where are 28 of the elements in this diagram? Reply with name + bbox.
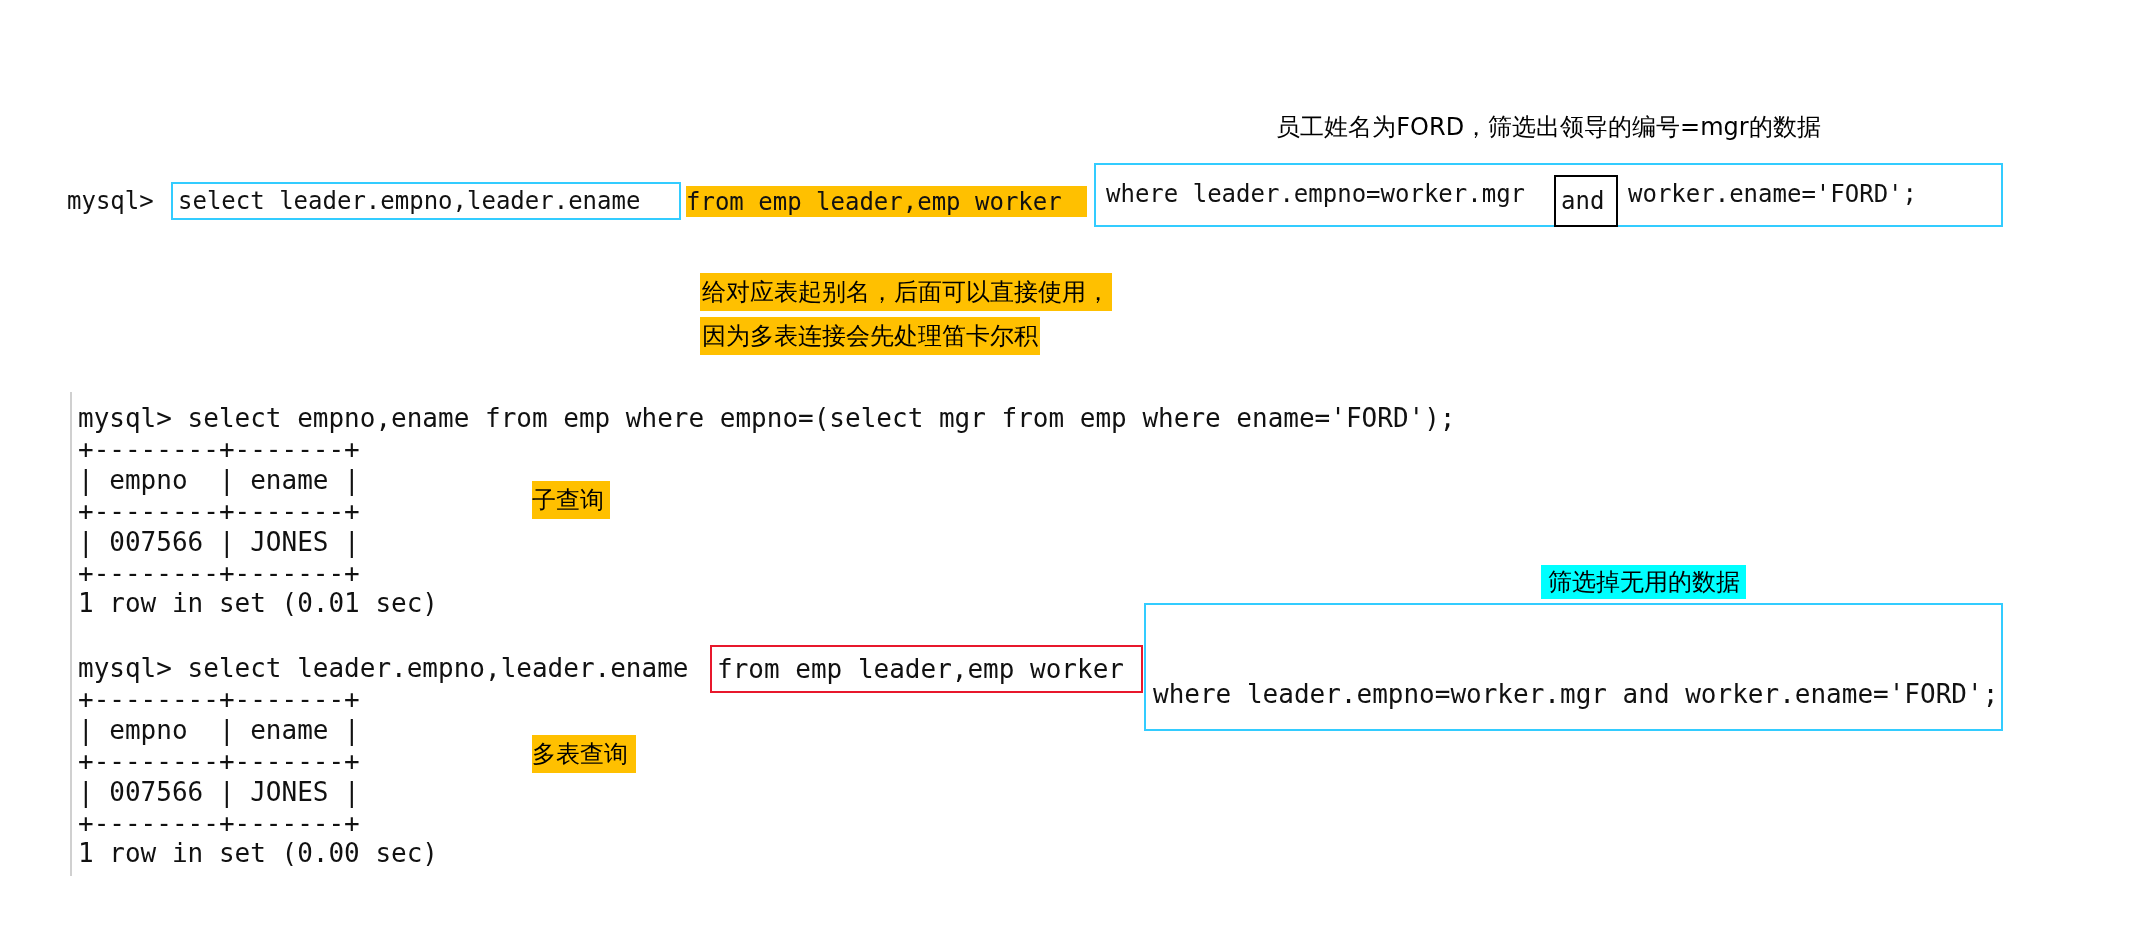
terminal-line: +--------+-------+ [78,746,360,776]
terminal-line: | empno | ename | [78,715,360,745]
note-text: 员工姓名为FORD，筛选出领导的编号=mgr的数据 [1275,112,1822,143]
terminal-line: mysql> select empno,ename from emp where empno=(select mgr from emp where ename='FORD'); [78,403,1456,433]
code-text: where leader.empno=worker.mgr [1106,179,1526,209]
outlined-code: and [1554,175,1618,227]
code-text: worker.ename='FORD'; [1628,179,1917,209]
terminal-line: +--------+-------+ [78,434,360,464]
outlined-code: select leader.empno,leader.ename [171,182,681,220]
prompt-text: mysql> [67,186,154,216]
terminal-line: | 007566 | JONES | [78,777,360,807]
note-text: 因为多表连接会先处理笛卡尔积 [700,317,1040,355]
note-text: 多表查询 [532,735,636,773]
terminal-line: +--------+-------+ [78,558,360,588]
note-text: 给对应表起别名，后面可以直接使用， [700,273,1112,311]
code-text: where leader.empno=worker.mgr and worker.ename='FORD'; [1153,679,1999,709]
terminal-line: +--------+-------+ [78,496,360,526]
terminal-line: +--------+-------+ [78,808,360,838]
highlighted-code: from emp leader,emp worker [686,186,1087,217]
terminal-line: +--------+-------+ [78,684,360,714]
note-text: 子查询 [532,481,610,519]
terminal-line: mysql> select leader.empno,leader.ename [78,653,689,683]
terminal-line: 1 row in set (0.01 sec) [78,588,439,618]
terminal-line: | empno | ename | [78,465,360,495]
note-text: 筛选掉无用的数据 [1541,565,1746,599]
terminal-line: | 007566 | JONES | [78,527,360,557]
outlined-code: from emp leader,emp worker [710,645,1143,693]
terminal-line: 1 row in set (0.00 sec) [78,838,439,868]
